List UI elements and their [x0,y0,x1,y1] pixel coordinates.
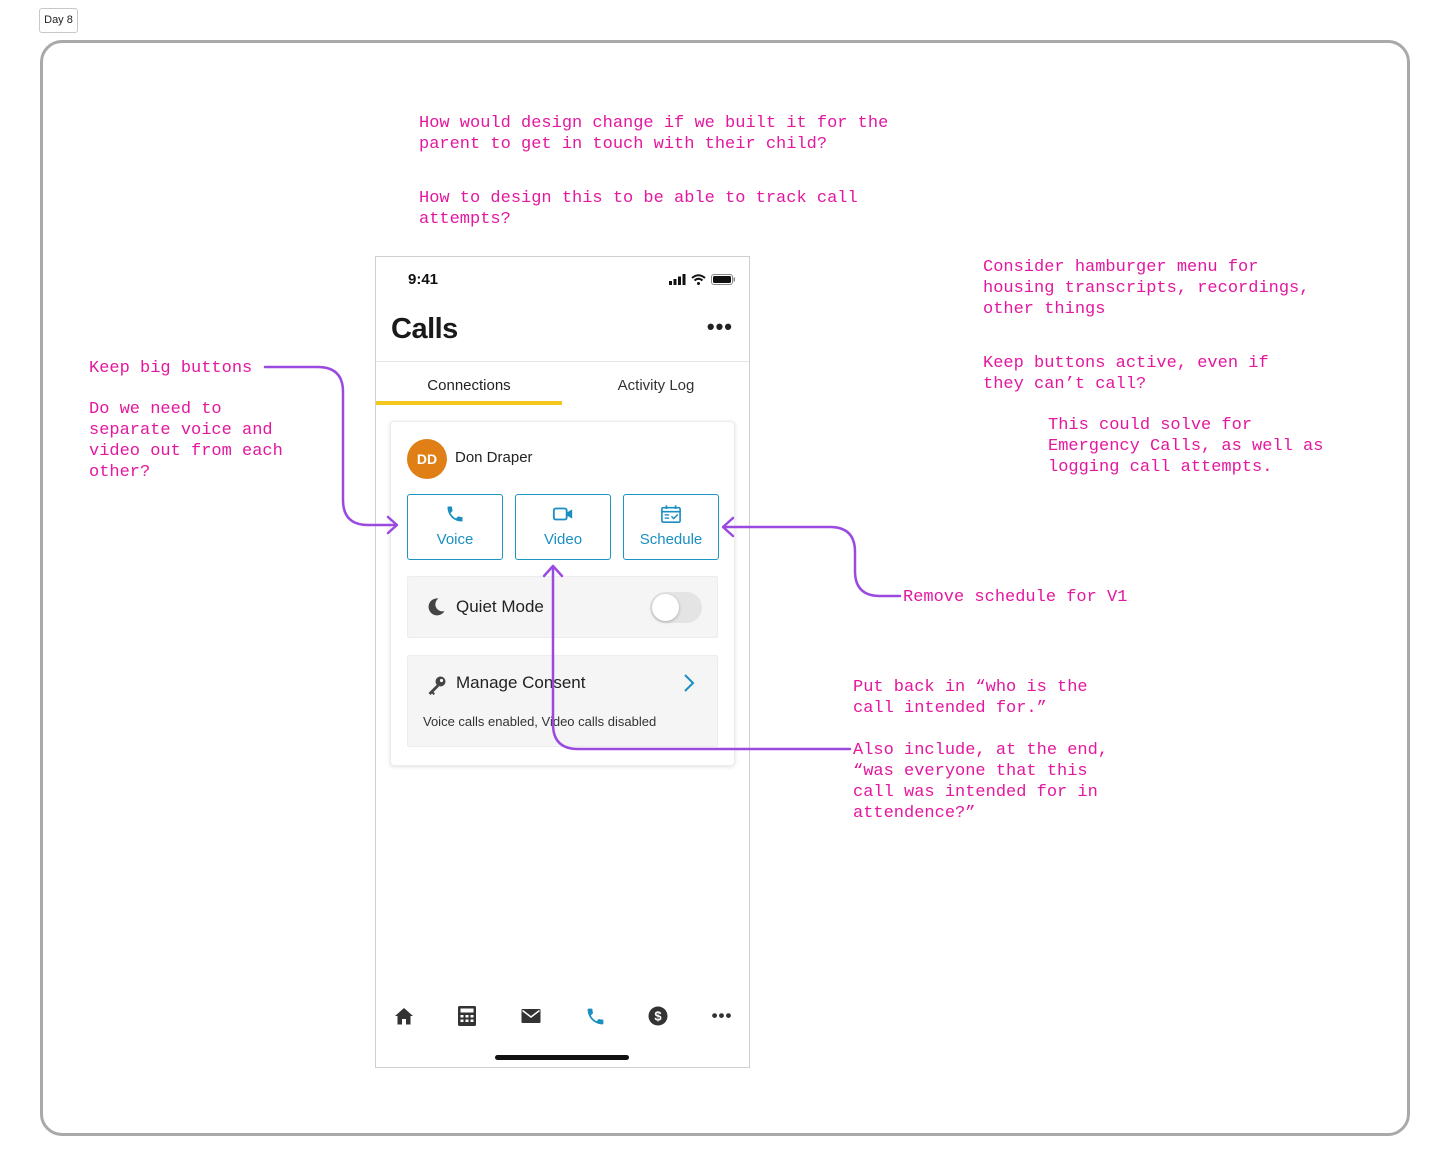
contact-name: Don Draper [455,449,533,466]
note-keep-big-buttons: Keep big buttons [89,359,253,378]
more-options-button[interactable]: ••• [706,314,733,339]
note-keep-buttons-active: Keep buttons active, even if they can’t … [983,354,1269,394]
toggle-knob [652,594,679,621]
manage-consent-label: Manage Consent [456,673,586,692]
note-remove-schedule: Remove schedule for V1 [903,588,1128,607]
note-parent-design: How would design change if we built it f… [419,114,889,154]
quiet-mode-label: Quiet Mode [456,597,544,616]
avatar: DD [407,439,447,479]
video-button-label: Video [543,531,583,548]
manage-consent-row[interactable]: Manage Consent Voice calls enabled, Vide… [407,655,718,747]
tab-connections[interactable]: Connections [427,377,511,394]
mail-icon [521,1009,541,1023]
bottom-nav: $ ••• [376,992,749,1042]
dollar-icon: $ [648,1006,668,1026]
schedule-button-label: Schedule [639,531,703,548]
voice-call-button[interactable]: Voice [407,494,503,560]
home-indicator [495,1055,629,1060]
battery-icon [711,274,735,285]
more-icon[interactable]: ••• [711,1006,733,1025]
phone-icon [587,1008,603,1024]
home-icon [395,1008,413,1025]
note-separate-voice-video: Do we need to separate voice and video o… [89,400,283,482]
nav-payments[interactable]: $ [644,1004,672,1028]
key-icon [428,676,446,695]
calendar-icon [661,505,681,523]
quiet-mode-row: Quiet Mode [407,576,718,638]
nav-home[interactable] [390,1004,418,1028]
video-camera-icon [552,507,573,521]
consent-status: Voice calls enabled, Video calls disable… [423,714,657,729]
moon-icon [428,598,445,616]
page-title: Calls [391,313,458,345]
connection-card: DD Don Draper Voice Video [390,421,735,766]
note-put-back-intended: Put back in “who is the call intended fo… [853,678,1088,718]
phone-icon [447,506,463,522]
note-emergency-calls: This could solve for Emergency Calls, as… [1048,416,1324,477]
svg-text:$: $ [654,1009,662,1024]
status-icons [669,274,735,285]
day-tag: Day 8 [39,8,78,33]
chevron-right-icon [684,674,695,692]
header-divider [376,361,749,362]
schedule-call-button[interactable]: Schedule [623,494,719,560]
quiet-mode-toggle[interactable] [650,592,702,623]
nav-calls[interactable] [581,1004,609,1028]
status-time: 9:41 [408,271,439,288]
nav-calculator[interactable] [453,1004,481,1028]
calculator-icon [458,1006,476,1026]
nav-mail[interactable] [517,1004,545,1028]
tab-activity-log[interactable]: Activity Log [617,377,695,394]
note-attendance: Also include, at the end, “was everyone … [853,741,1109,823]
phone-mockup: 9:41 Calls ••• Connections Activity Log … [375,256,750,1068]
note-hamburger-menu: Consider hamburger menu for housing tran… [983,258,1310,319]
active-tab-indicator [376,401,562,405]
video-call-button[interactable]: Video [515,494,611,560]
signal-icon [669,274,686,285]
note-track-attempts: How to design this to be able to track c… [419,189,858,229]
wifi-icon [691,274,706,285]
voice-button-label: Voice [436,531,474,548]
